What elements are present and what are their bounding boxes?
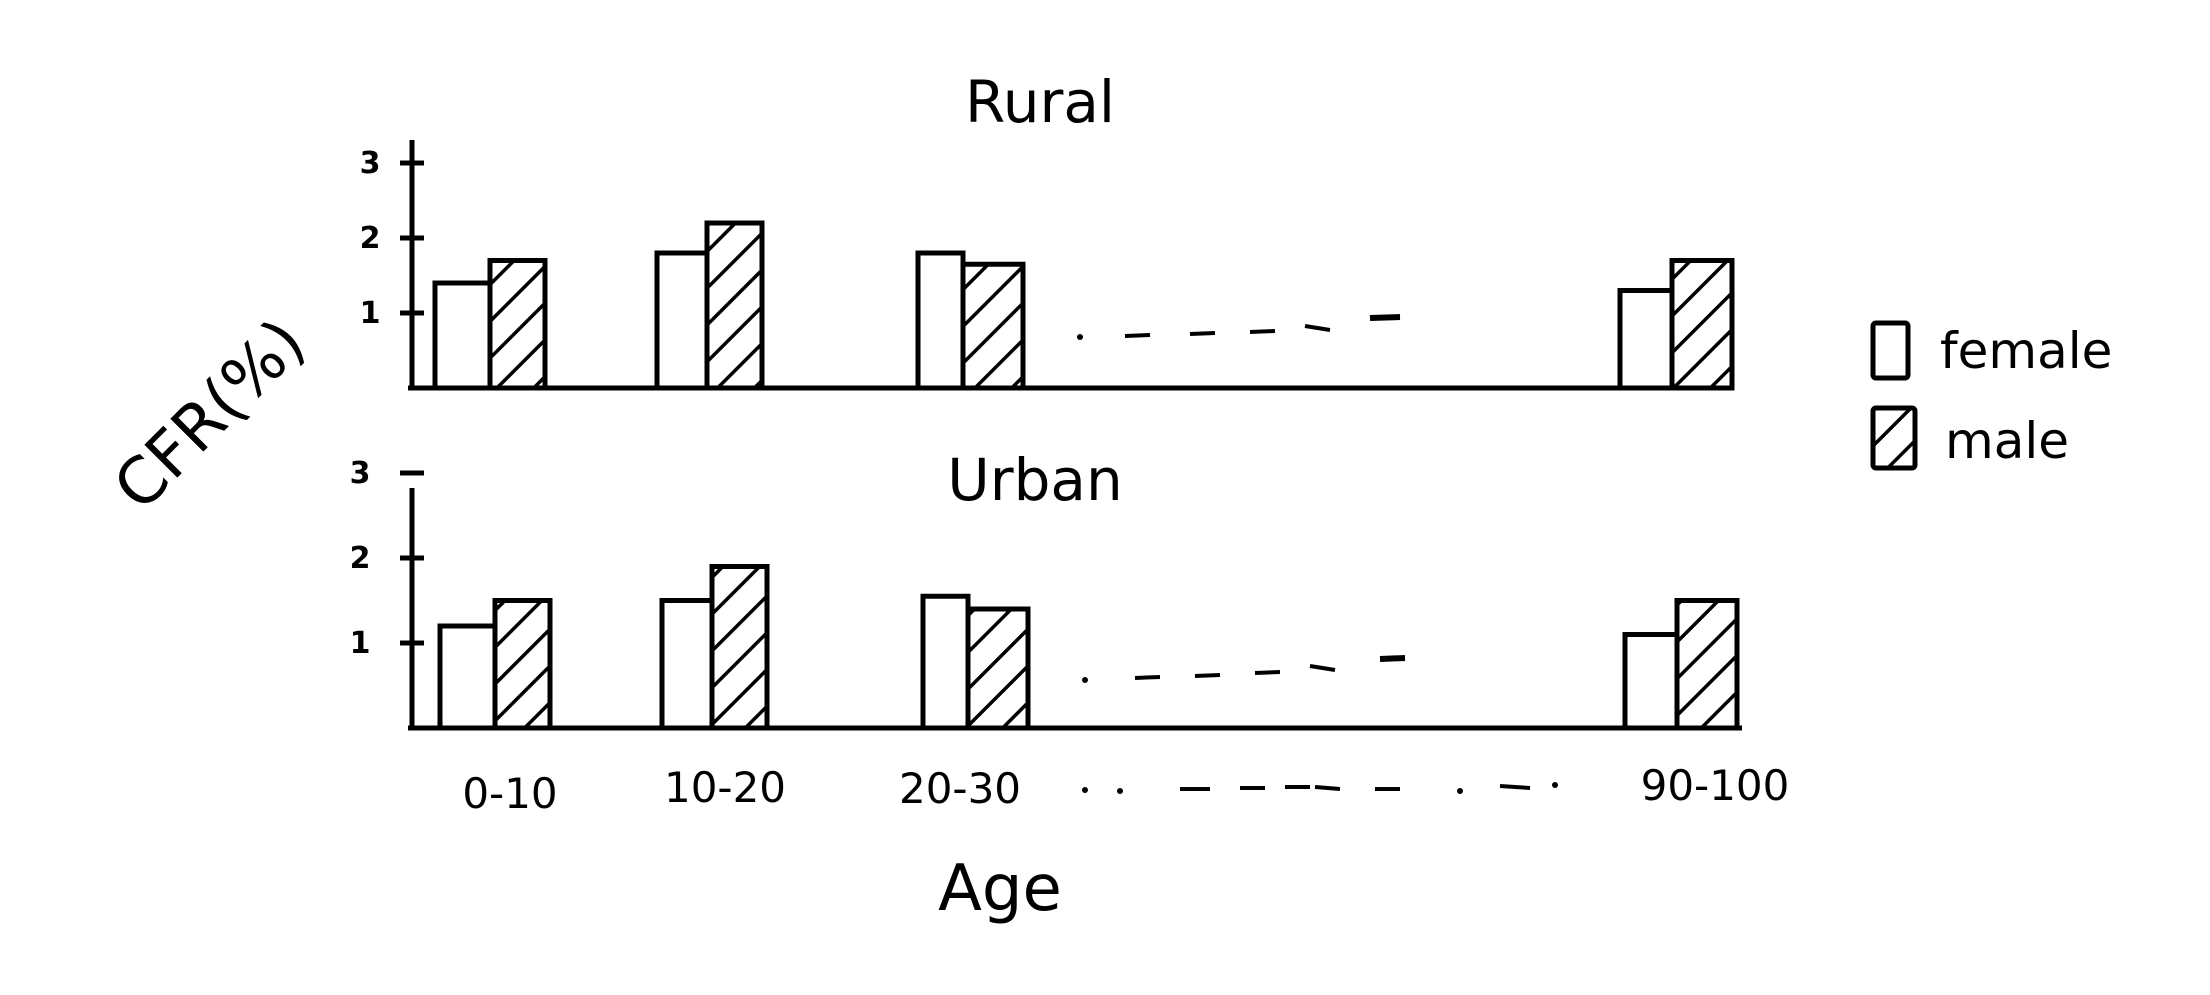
- rural-y-tick-label: 1: [360, 296, 381, 331]
- urban-bar-female-3: [1622, 632, 1680, 731]
- x-tick-label: 90-100: [1641, 761, 1790, 810]
- urban-bar-female-2: [920, 593, 971, 731]
- rural-bar-male-2: [960, 261, 1026, 391]
- urban-y-tick-label: 3: [350, 456, 371, 491]
- x-tick-label: 20-30: [899, 764, 1021, 813]
- legend: female male: [1870, 320, 2112, 471]
- x-tick-labels: 0-10 10-20 20-30 90-100: [462, 761, 1789, 818]
- rural-panel-title: Rural: [965, 68, 1115, 136]
- rural-bar-male-1: [704, 220, 765, 391]
- urban-y-tick-label: 1: [350, 626, 371, 661]
- urban-panel: Urban 1 2 3: [350, 446, 1742, 731]
- urban-panel-title: Urban: [947, 446, 1122, 514]
- urban-bar-male-0: [492, 598, 553, 731]
- legend-label-male: male: [1945, 412, 2069, 470]
- urban-bars: [437, 564, 1740, 731]
- urban-bar-male-2: [965, 606, 1031, 731]
- rural-ellipsis: [1077, 314, 1401, 340]
- legend-label-female: female: [1940, 322, 2112, 380]
- x-label-ellipsis: [1082, 782, 1558, 794]
- rural-bars: [432, 220, 1735, 391]
- x-tick-label: 10-20: [664, 763, 786, 812]
- rural-bar-female-0: [432, 280, 493, 391]
- legend-item-male: male: [1870, 405, 2069, 471]
- legend-swatch-male: [1870, 405, 1918, 471]
- x-tick-label: 0-10: [462, 769, 557, 818]
- rural-y-tick-label: 2: [360, 221, 381, 256]
- urban-bar-female-0: [437, 623, 498, 731]
- rural-bar-male-0: [487, 258, 548, 391]
- rural-bar-female-3: [1617, 288, 1675, 391]
- urban-bar-male-3: [1674, 598, 1740, 731]
- urban-ellipsis: [1082, 655, 1406, 683]
- urban-y-ticks: 1 2 3: [350, 456, 424, 661]
- y-axis-title: CFR(%): [100, 305, 320, 525]
- urban-bar-female-1: [659, 598, 715, 731]
- rural-y-ticks: 1 2 3: [360, 146, 424, 331]
- urban-bar-male-1: [709, 564, 770, 731]
- rural-panel: Rural 1 2 3: [360, 68, 1735, 391]
- legend-swatch-female: [1870, 320, 1911, 381]
- rural-bar-female-1: [654, 250, 710, 391]
- legend-item-female: female: [1870, 320, 2112, 381]
- x-axis-title: Age: [938, 852, 1062, 926]
- rural-bar-male-3: [1669, 258, 1735, 391]
- rural-y-tick-label: 3: [360, 146, 381, 181]
- urban-y-tick-label: 2: [350, 541, 371, 576]
- rural-bar-female-2: [915, 250, 966, 391]
